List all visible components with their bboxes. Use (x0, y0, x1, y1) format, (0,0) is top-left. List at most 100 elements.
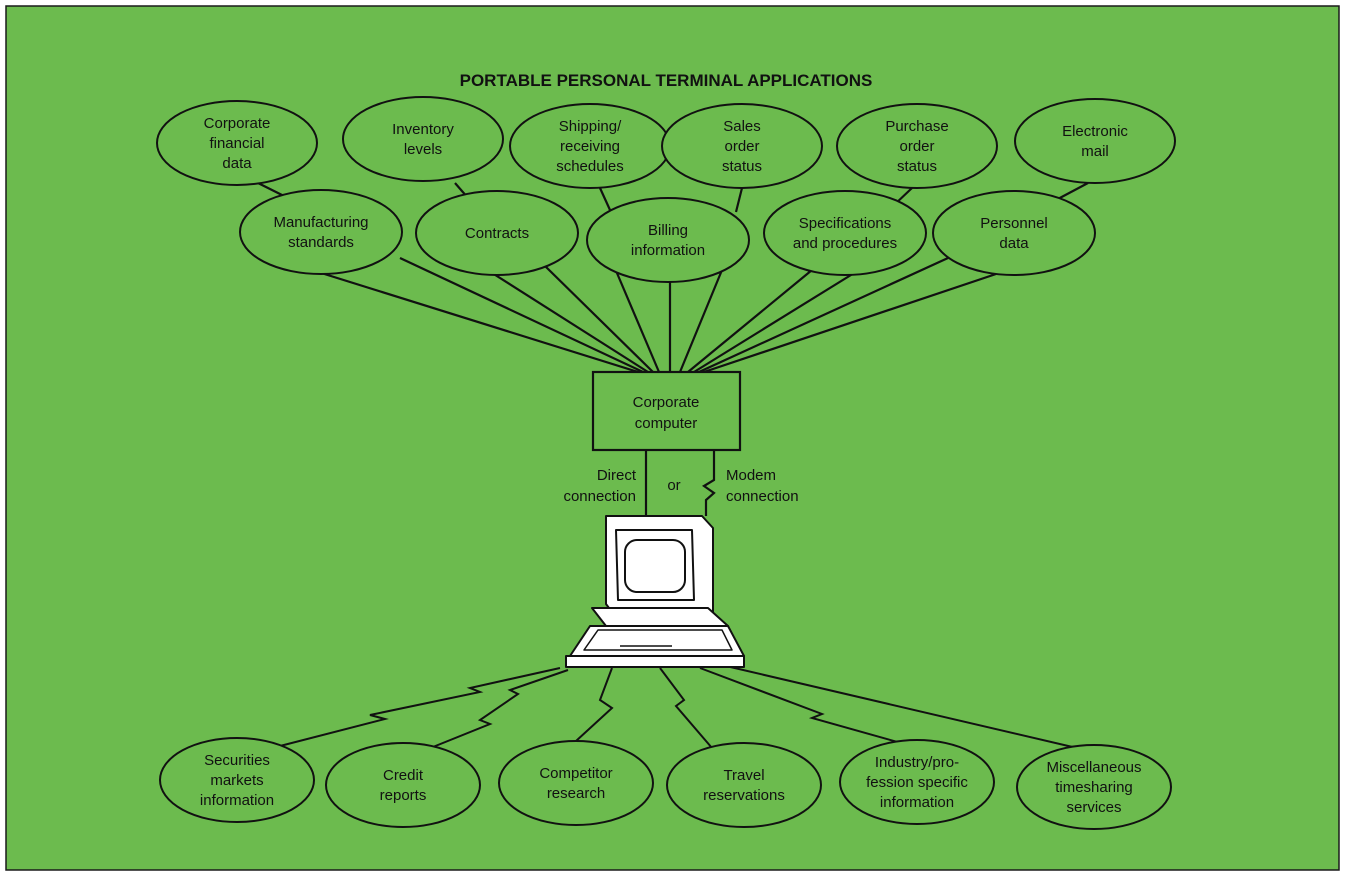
fan-line (687, 269, 813, 373)
electronic-mail-ellipse (1014, 98, 1176, 184)
terminal-icon (565, 515, 745, 668)
securities-markets-information-ellipse (159, 737, 315, 823)
node-competitor-research: Competitor research (498, 740, 654, 826)
direct-connection-label-line-1: Direct (597, 467, 637, 484)
node-contracts: Contracts (415, 190, 579, 276)
connector-lines (257, 182, 1095, 754)
travel-reservations-label-line-2: reservations (703, 787, 785, 804)
specifications-and-procedures-ellipse (763, 190, 927, 276)
fan-line (317, 270, 639, 374)
inventory-levels-label-line-2: levels (404, 141, 442, 158)
shipping-receiving-schedules-label-line-3: schedules (556, 158, 624, 175)
corporate-financial-data-label-line-1: Corporate (204, 115, 271, 132)
securities-markets-information-label-line-3: information (200, 792, 274, 809)
corporate-financial-data-ellipse (156, 100, 318, 186)
top-application-nodes: Corporate financial data Inventory levels Shi… (156, 96, 1176, 189)
manufacturing-standards-label-line-2: standards (288, 234, 354, 251)
miscellaneous-timesharing-services-ellipse (1016, 744, 1172, 830)
industry-profession-specific-information-label-line-1: Industry/pro- (875, 754, 959, 771)
industry-profession-specific-information-label-line-2: fession specific (866, 774, 968, 791)
timesharing-service-nodes: SecuritiesmarketsinformationCreditreport… (159, 737, 1172, 830)
node-billing-information: Billing information (586, 197, 750, 283)
shipping-receiving-schedules-label-line-2: receiving (560, 138, 620, 155)
middle-application-nodes: Manufacturing standards Contracts Billing in… (239, 189, 1096, 283)
fan-line (698, 256, 949, 374)
node-electronic-mail: Electronic mail (1014, 98, 1176, 184)
terminal-keyboard-front (565, 655, 745, 668)
travel-reservations-label-line-1: Travel (723, 767, 764, 784)
credit-reports-label-line-1: Credit (383, 767, 424, 784)
competitor-research-label-line-1: Competitor (539, 765, 612, 782)
terminal-base (591, 607, 729, 627)
wire-industry (699, 667, 927, 751)
computer-label-line-2: computer (635, 415, 698, 432)
personnel-data-ellipse (932, 190, 1096, 276)
contracts-ellipse (415, 190, 579, 276)
wire-travel (659, 667, 713, 749)
competitor-research-ellipse (498, 740, 654, 826)
node-inventory-levels: Inventory levels (342, 96, 504, 182)
link-shipping-billing (598, 187, 612, 211)
fan-line (703, 270, 1003, 374)
billing-information-label-line-2: information (631, 242, 705, 259)
corporate-financial-data-label-line-3: data (222, 155, 252, 172)
billing-information-label-line-1: Billing (648, 222, 688, 239)
computer-label-line-1: Corporate (633, 394, 700, 411)
fan-line (612, 265, 661, 373)
manufacturing-standards-ellipse (239, 189, 403, 275)
electronic-mail-label-line-1: Electronic (1062, 123, 1128, 140)
modem-connection-label-line-2: connection (726, 488, 799, 505)
node-manufacturing-standards: Manufacturing standards (239, 189, 403, 275)
link-email-personnel (1055, 182, 1089, 201)
or-label: or (667, 477, 680, 494)
shipping-receiving-schedules-label-line-1: Shipping/ (559, 118, 622, 135)
wire-competitor (575, 667, 614, 742)
node-shipping-receiving-schedules: Shipping/receiving schedules (509, 103, 671, 189)
terminal-key-area (583, 629, 733, 651)
personnel-data-label-line-1: Personnel (980, 215, 1048, 232)
competitor-research-label-line-2: research (547, 785, 605, 802)
fan-line (477, 263, 649, 373)
sales-order-status-label-line-3: status (722, 158, 762, 175)
billing-information-ellipse (586, 197, 750, 283)
node-corporate-financial-data: Corporate financial data (156, 100, 318, 186)
industry-profession-specific-information-ellipse (839, 739, 995, 825)
node-credit-reports: Credit reports (325, 742, 481, 828)
specifications-and-procedures-label-line-2: and procedures (793, 235, 897, 252)
securities-markets-information-label-line-2: markets (210, 772, 263, 789)
contracts-label-line-1: Contracts (465, 225, 529, 242)
terminal-screen (624, 539, 686, 593)
wire-miscellaneous (725, 665, 1095, 753)
node-sales-order-status: Sales order status (661, 103, 823, 189)
electronic-mail-label-line-2: mail (1081, 143, 1109, 160)
sales-order-status-label-line-1: Sales (723, 118, 761, 135)
purchase-order-status-label-line-1: Purchase (885, 118, 948, 135)
corporate-computer-box (591, 370, 742, 452)
fan-line (693, 261, 873, 373)
corporate-financial-data-label-line-2: financial (209, 135, 264, 152)
modem-connection-label-line-1: Modem (726, 467, 776, 484)
purchase-order-status-label-line-3: status (897, 158, 937, 175)
specifications-and-procedures-label-line-1: Specifications (799, 215, 892, 232)
modem-connection-line (701, 450, 716, 516)
link-sales-billing (734, 187, 744, 213)
fan-line (544, 265, 654, 373)
diagram-title: PORTABLE PERSONAL TERMINAL APPLICATIONS (460, 71, 873, 90)
node-industry-profession-specific-information: Industry/pro-fession specific information (839, 739, 995, 825)
travel-reservations-ellipse (666, 742, 822, 828)
manufacturing-standards-label-line-1: Manufacturing (273, 214, 368, 231)
credit-reports-label-line-2: reports (380, 787, 427, 804)
sales-order-status-label-line-2: order (724, 138, 759, 155)
miscellaneous-timesharing-services-label-line-3: services (1066, 799, 1121, 816)
inventory-levels-label-line-1: Inventory (392, 121, 454, 138)
industry-profession-specific-information-label-line-3: information (880, 794, 954, 811)
miscellaneous-timesharing-services-label-line-2: timesharing (1055, 779, 1133, 796)
inventory-levels-ellipse (342, 96, 504, 182)
sales-order-status-ellipse (661, 103, 823, 189)
purchase-order-status-ellipse (836, 103, 998, 189)
